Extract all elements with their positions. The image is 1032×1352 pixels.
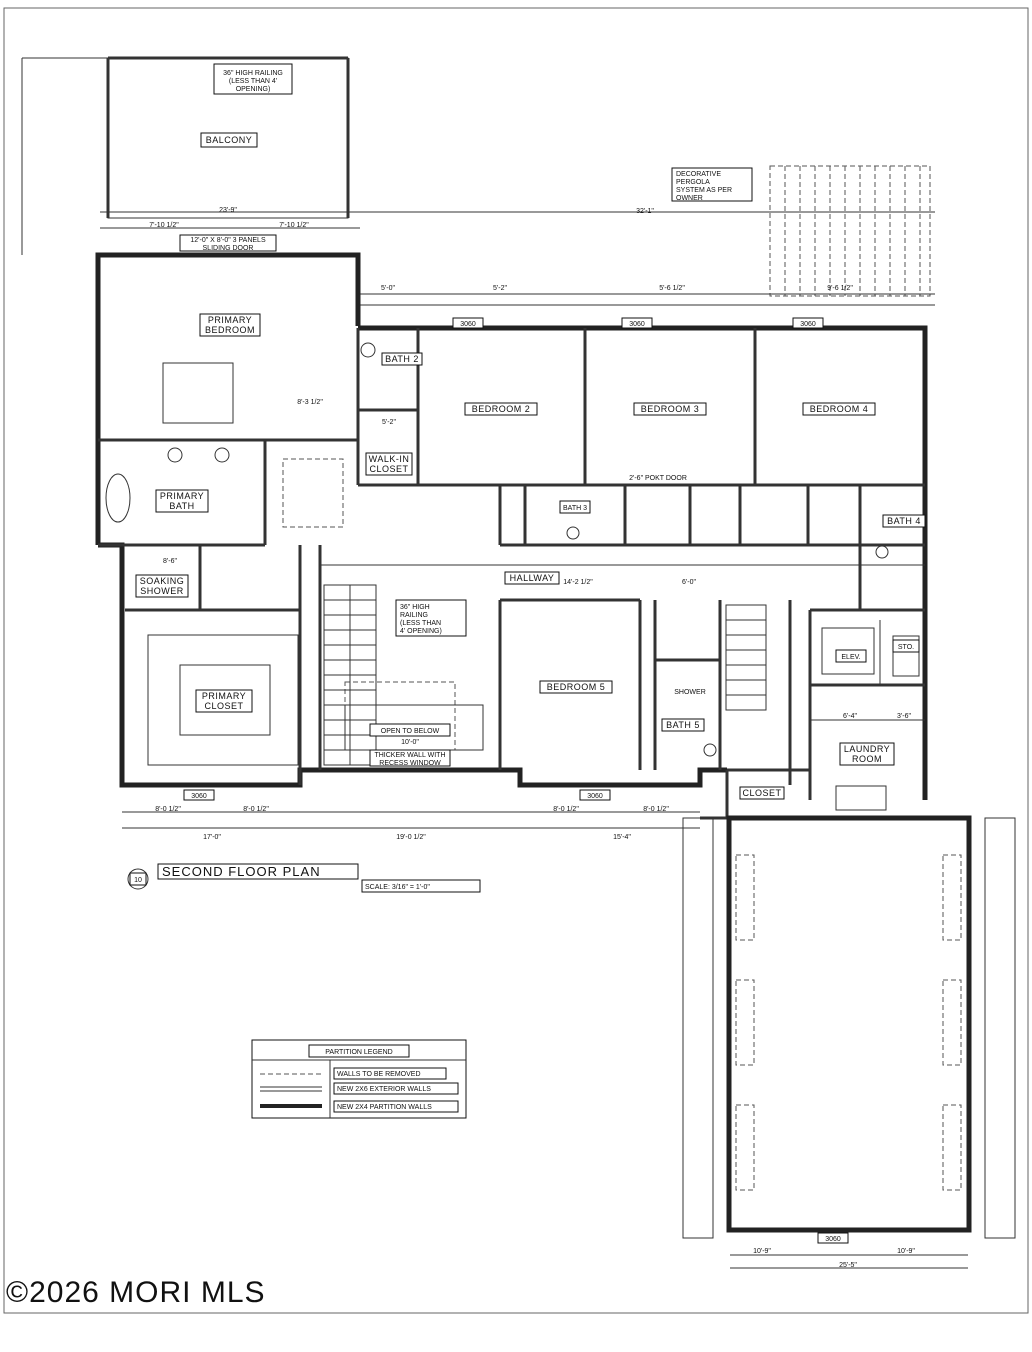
dim-8-0-b: 8'-0 1/2" xyxy=(243,806,269,813)
legend-title: PARTITION LEGEND xyxy=(325,1049,392,1056)
staircase-secondary xyxy=(725,604,767,711)
bedroom-5-label: BEDROOM 5 xyxy=(547,682,606,692)
bath-4-label: BATH 4 xyxy=(887,516,921,526)
pergola-note-line1: DECORATIVE xyxy=(676,171,721,178)
window-tag-2: 3060 xyxy=(629,321,645,328)
room-labels xyxy=(135,313,926,800)
plan-title: SECOND FLOOR PLAN xyxy=(162,864,321,879)
primary-closet-label-1: PRIMARY xyxy=(202,691,246,701)
watermark-text: ©2026 MORI MLS xyxy=(6,1276,266,1309)
window-tag-1: 3060 xyxy=(460,321,476,328)
primary-bedroom-label-1: PRIMARY xyxy=(208,315,252,325)
dim-10-9-right: 10'-9" xyxy=(897,1248,915,1255)
drawing-number-circle xyxy=(127,868,149,890)
dim-32-1: 32'-1" xyxy=(636,208,654,215)
railing-note-line1: 36" HIGH RAILING xyxy=(223,70,283,77)
top-dimensions xyxy=(100,211,935,306)
dim-25-5: 25'-5" xyxy=(839,1262,857,1269)
exterior-walls xyxy=(95,252,972,1233)
storage-label: STO. xyxy=(898,644,914,651)
closet-label: CLOSET xyxy=(742,788,781,798)
primary-closet-label-2: CLOSET xyxy=(204,701,243,711)
balcony-label: BALCONY xyxy=(206,135,253,145)
thicker-wall-line1: THICKER WALL WITH xyxy=(374,752,445,759)
sliding-door-note-line1: 12'-0" X 8'-0" 3 PANELS xyxy=(190,237,266,244)
dim-5-6: 5'-6 1/2" xyxy=(659,285,685,292)
interior-walls xyxy=(98,328,925,800)
pergola xyxy=(671,165,931,297)
dim-7-10-left: 7'-10 1/2" xyxy=(149,222,179,229)
railing-note-line3: OPENING) xyxy=(236,86,271,93)
legend-item-exterior-walls: NEW 2X6 EXTERIOR WALLS xyxy=(337,1086,431,1093)
elevator-label: ELEV. xyxy=(841,654,860,661)
railing-note-line2: (LESS THAN 4' xyxy=(229,78,277,85)
railing-mid-line2: RAILING xyxy=(400,612,428,619)
bedroom-2-label: BEDROOM 2 xyxy=(472,404,531,414)
dim-17-0: 17'-0" xyxy=(203,834,221,841)
sheet-border xyxy=(3,7,1029,1314)
window-tag-5: 3060 xyxy=(587,793,603,800)
dim-10-9-left: 10'-9" xyxy=(753,1248,771,1255)
soaking-shower-label-2: SHOWER xyxy=(140,586,184,596)
shower-label: SHOWER xyxy=(674,689,706,696)
staircase-main xyxy=(323,584,377,766)
window-tag-4: 3060 xyxy=(191,793,207,800)
railing-mid-line3: (LESS THAN xyxy=(400,620,441,627)
window-tag-3: 3060 xyxy=(800,321,816,328)
sliding-door-note-line2: SLIDING DOOR xyxy=(203,245,254,252)
dim-5-2: 5'-2" xyxy=(493,285,507,292)
dim-6-4: 6'-4" xyxy=(843,713,857,720)
dim-14-2: 14'-2 1/2" xyxy=(563,579,593,586)
plan-scale: SCALE: 3/16" = 1'-0" xyxy=(365,884,430,891)
railing-mid-line1: 36" HIGH xyxy=(400,604,430,611)
railing-mid-line4: 4' OPENING) xyxy=(400,628,442,635)
dim-6-0: 6'-0" xyxy=(682,579,696,586)
bath-5-label: BATH 5 xyxy=(666,720,700,730)
open-to-below-label: OPEN TO BELOW xyxy=(381,728,440,735)
walkin-closet-label-2: CLOSET xyxy=(369,464,408,474)
balcony-area xyxy=(21,56,350,255)
dim-8-0-a: 8'-0 1/2" xyxy=(155,806,181,813)
primary-bath-label-2: BATH xyxy=(169,501,194,511)
primary-bath-label-1: PRIMARY xyxy=(160,491,204,501)
legend-item-partition-walls: NEW 2X4 PARTITION WALLS xyxy=(337,1104,432,1111)
dim-5-0: 5'-0" xyxy=(381,285,395,292)
partition-legend xyxy=(251,1039,467,1119)
bedroom-3-label: BEDROOM 3 xyxy=(641,404,700,414)
drawing-number: 10 xyxy=(134,877,142,884)
pergola-note-line2: PERGOLA xyxy=(676,179,710,186)
dim-19-0: 19'-0 1/2" xyxy=(396,834,426,841)
pergola-note-line4: OWNER xyxy=(676,195,703,202)
legend-item-walls-removed: WALLS TO BE REMOVED xyxy=(337,1071,421,1078)
dim-8-0-c: 8'-0 1/2" xyxy=(553,806,579,813)
dim-5-2-bed: 5'-2" xyxy=(382,419,396,426)
dim-3-6: 3'-6" xyxy=(897,713,911,720)
railing-note-box xyxy=(213,63,293,95)
dim-15-4: 15'-4" xyxy=(613,834,631,841)
dim-9-6: 9'-6 1/2" xyxy=(827,285,853,292)
bottom-dimensions xyxy=(122,811,968,1269)
pocket-door-label: 2'-6" POKT DOOR xyxy=(629,475,687,482)
dim-8-3: 8'-3 1/2" xyxy=(297,399,323,406)
walkin-closet-label-1: WALK-IN xyxy=(369,454,410,464)
dim-8-0-d: 8'-0 1/2" xyxy=(643,806,669,813)
dim-23-9: 23'-9" xyxy=(219,207,237,214)
bonus-room-fixtures xyxy=(682,817,1016,1239)
hallway-label: HALLWAY xyxy=(510,573,555,583)
bath-2-label: BATH 2 xyxy=(385,354,419,364)
window-tags xyxy=(183,317,849,1244)
dim-8-6: 8'-6" xyxy=(163,558,177,565)
laundry-room-label-2: ROOM xyxy=(852,754,882,764)
pergola-note-line3: SYSTEM AS PER xyxy=(676,187,732,194)
laundry-room-label-1: LAUNDRY xyxy=(844,744,890,754)
primary-bedroom-label-2: BEDROOM xyxy=(205,325,255,335)
window-tag-6: 3060 xyxy=(825,1236,841,1243)
bath-3-label: BATH 3 xyxy=(563,505,587,512)
thicker-wall-line2: RECESS WINDOW xyxy=(379,760,441,767)
open-to-below-dim: 10'-0" xyxy=(401,739,419,746)
dim-7-10-right: 7'-10 1/2" xyxy=(279,222,309,229)
soaking-shower-label-1: SOAKING xyxy=(140,576,185,586)
bedroom-4-label: BEDROOM 4 xyxy=(810,404,869,414)
